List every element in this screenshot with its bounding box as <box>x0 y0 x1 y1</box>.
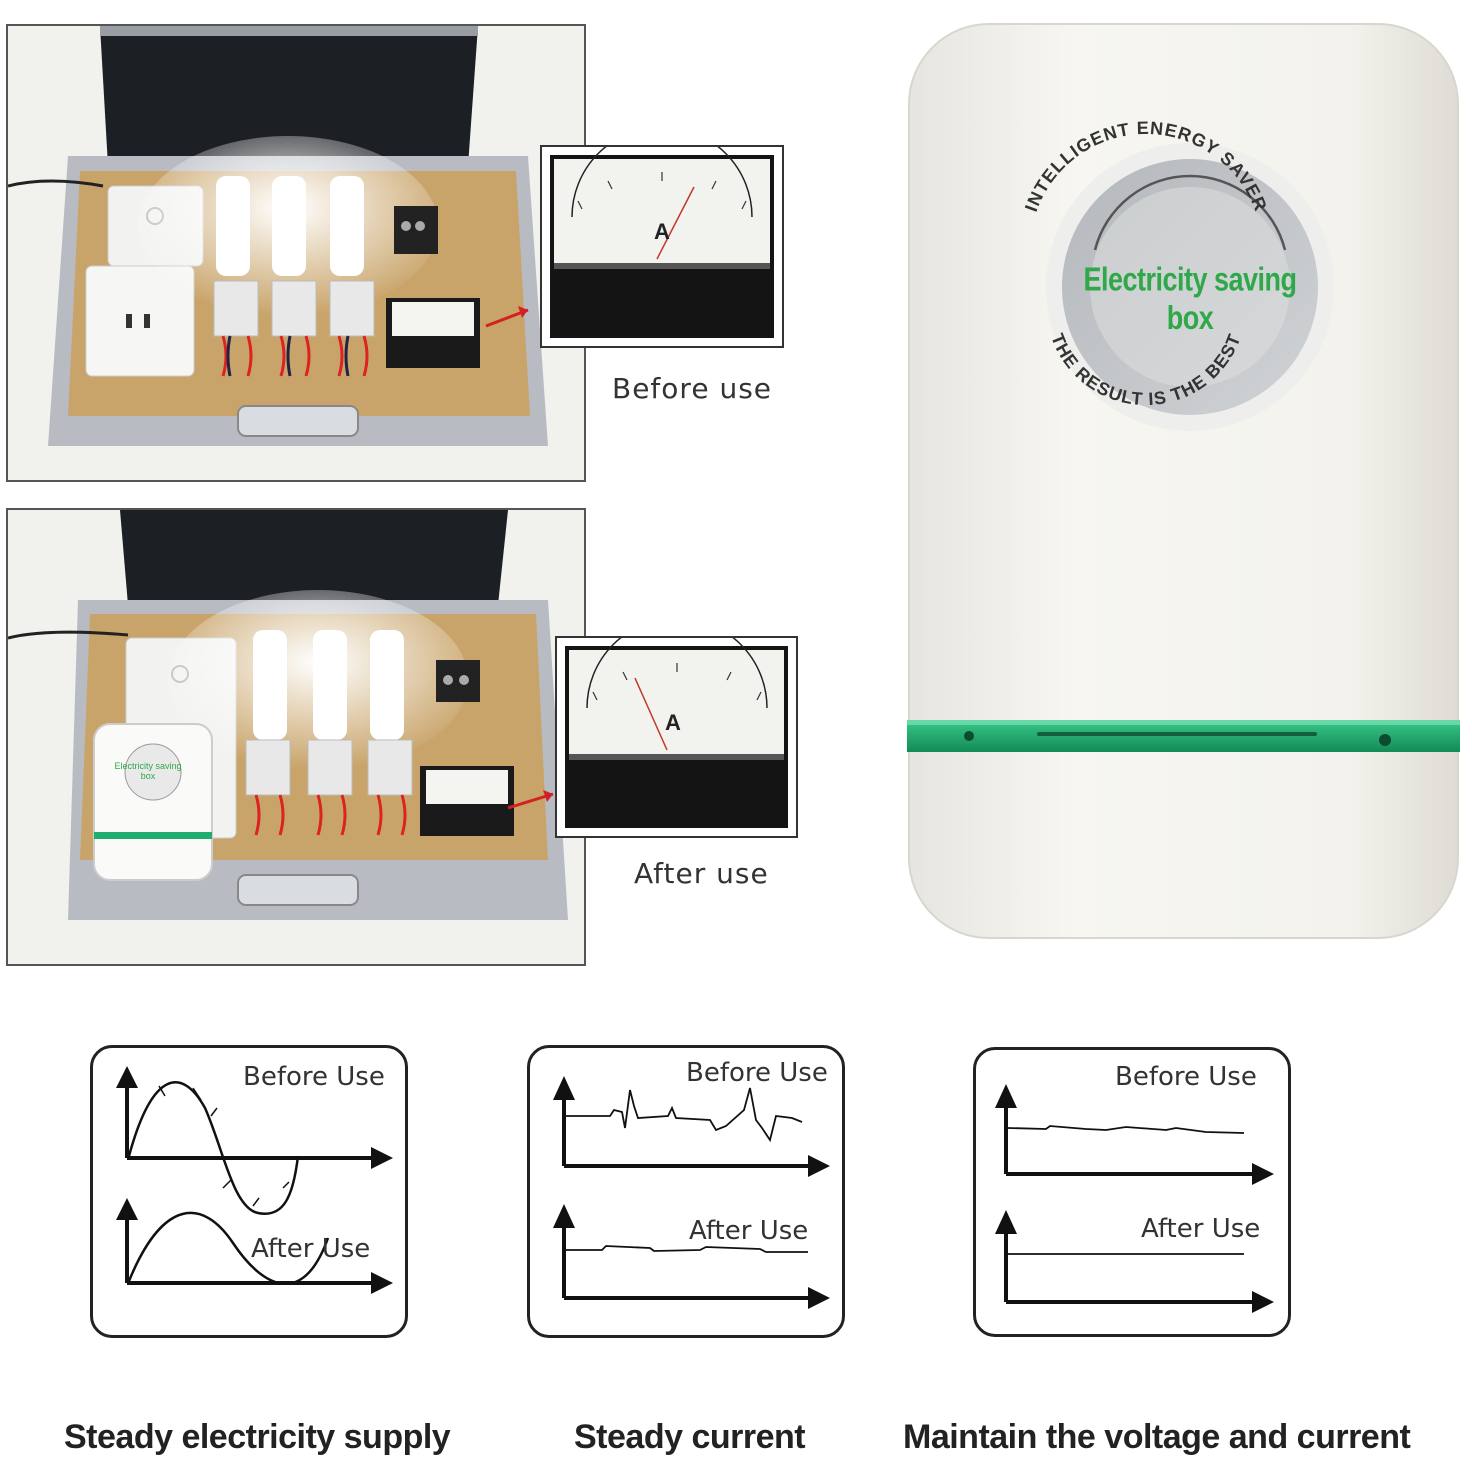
panel-maintain-voltage-current: Before Use After Use <box>973 1047 1291 1337</box>
current-diagram <box>553 1076 830 1309</box>
panel3-before-label: Before Use <box>1115 1062 1257 1092</box>
voltage-diagram <box>995 1084 1274 1313</box>
before-use-caption: Before use <box>612 372 773 405</box>
panel2-after-label: After Use <box>689 1216 809 1246</box>
ammeter-after: A <box>565 617 788 828</box>
panel3-after-label: After Use <box>1141 1214 1261 1244</box>
after-use-case-illustration <box>8 510 584 964</box>
before-meter-zoom: A <box>540 126 784 348</box>
badge-main-text: Electricity saving box <box>1083 260 1297 337</box>
panel3-caption: Maintain the voltage and current <box>903 1418 1411 1456</box>
before-use-case-illustration <box>8 26 584 480</box>
after-use-photo <box>6 508 586 966</box>
energy-saver-device: INTELLIGENT ENERGY SAVER THE RESULT IS T… <box>907 22 1460 940</box>
panel2-before-label: Before Use <box>686 1058 828 1088</box>
panel1-caption: Steady electricity supply <box>64 1418 451 1456</box>
meter-unit-before: A <box>654 219 670 244</box>
after-meter-zoom: A <box>555 617 798 838</box>
sine-wave-diagram <box>116 1066 393 1294</box>
panel-steady-current: Before Use After Use <box>527 1045 845 1338</box>
energy-saver-illustration: INTELLIGENT ENERGY SAVER THE RESULT IS T… <box>907 23 1460 939</box>
panel2-caption: Steady current <box>574 1418 806 1456</box>
before-use-photo <box>6 24 586 482</box>
ammeter-before: A <box>550 126 774 338</box>
panel1-before-label: Before Use <box>243 1062 385 1092</box>
meter-unit-after: A <box>665 710 681 735</box>
after-use-caption: After use <box>634 857 769 890</box>
mini-energy-saver <box>93 723 213 881</box>
panel-steady-electricity-supply: Before Use After Use <box>90 1045 408 1338</box>
panel1-after-label: After Use <box>251 1234 371 1264</box>
mini-device-label: Electricity saving box <box>114 761 182 781</box>
